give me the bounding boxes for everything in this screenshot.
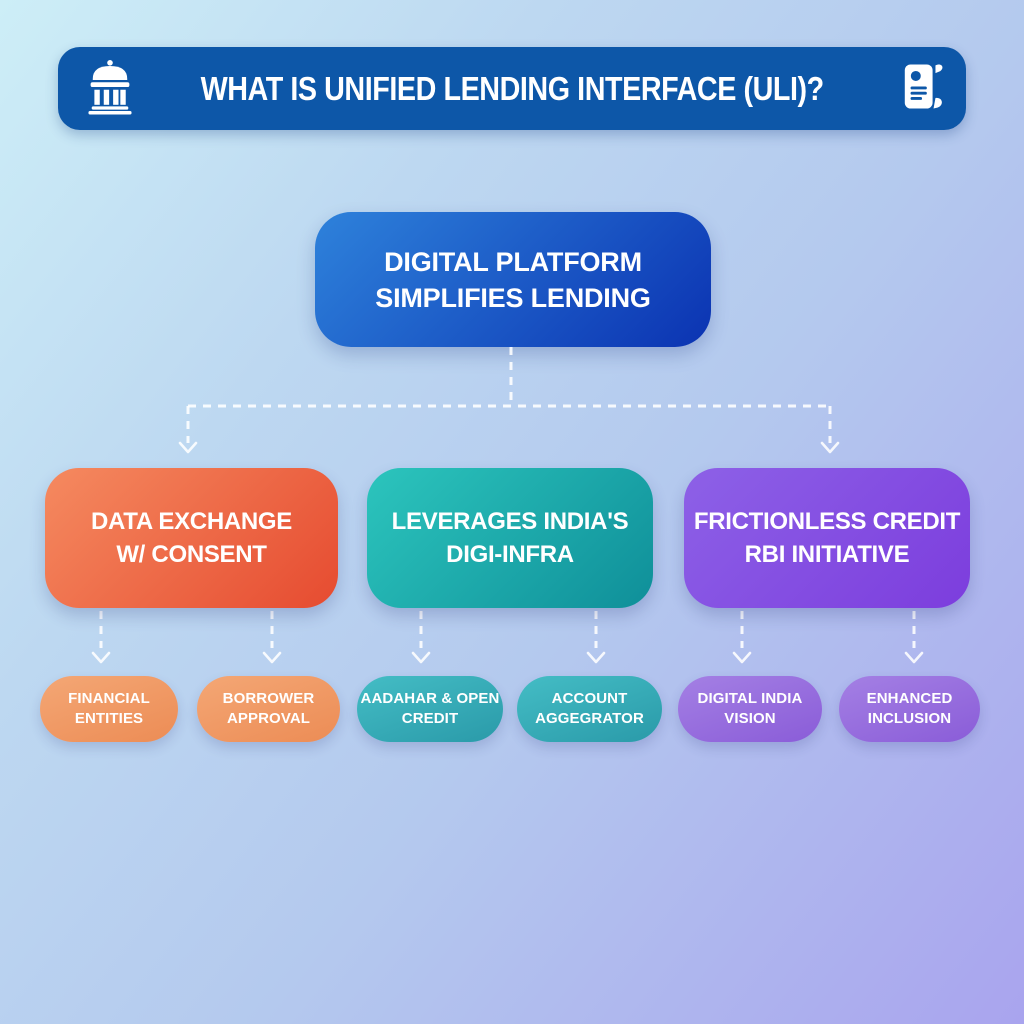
branch-label-line1: DATA EXCHANGE	[91, 508, 292, 535]
pill-account-aggegrator: ACCOUNT AGGEGRATOR	[517, 676, 662, 742]
pill-line1: AADAHAR & OPEN	[360, 690, 500, 707]
branch-label-line2: RBI INITIATIVE	[744, 541, 910, 568]
pill-borrower-approval: BORROWER APPROVAL	[197, 676, 340, 742]
pill-line1: ENHANCED	[866, 690, 953, 707]
pill-line1: BORROWER	[222, 690, 315, 707]
header-banner: WHAT IS UNIFIED LENDING INTERFACE (ULI)?	[58, 47, 966, 130]
branch-label-line2: W/ CONSENT	[116, 541, 267, 568]
root-node-line1: DIGITAL PLATFORM	[384, 246, 642, 277]
page-title: WHAT IS UNIFIED LENDING INTERFACE (ULI)?	[200, 69, 824, 107]
root-node-line2: SIMPLIFIES LENDING	[375, 282, 651, 313]
pill-line1: DIGITAL INDIA	[697, 690, 803, 707]
branch-leverages-digi-infra: LEVERAGES INDIA'S DIGI-INFRA	[367, 468, 653, 608]
pill-line2: ENTITIES	[74, 710, 144, 727]
branch-label-line1: FRICTIONLESS CREDIT	[693, 508, 961, 535]
pill-aadahar-open-credit: AADAHAR & OPEN CREDIT	[357, 676, 503, 742]
pill-line2: AGGEGRATOR	[535, 710, 644, 727]
scroll-icon	[900, 61, 946, 116]
pill-line1: FINANCIAL	[68, 690, 150, 707]
pill-digital-india-vision: DIGITAL INDIA VISION	[678, 676, 822, 742]
pill-line2: CREDIT	[401, 710, 459, 727]
branch-frictionless-credit: FRICTIONLESS CREDIT RBI INITIATIVE	[684, 468, 970, 608]
branch-data-exchange: DATA EXCHANGE W/ CONSENT	[45, 468, 338, 608]
branch-label-line2: DIGI-INFRA	[446, 541, 574, 568]
pill-line2: VISION	[724, 710, 776, 727]
pill-line1: ACCOUNT	[551, 690, 628, 707]
root-node-digital-platform: DIGITAL PLATFORM SIMPLIFIES LENDING	[315, 212, 711, 347]
bank-icon	[84, 58, 136, 119]
pill-line2: INCLUSION	[867, 710, 952, 727]
pill-financial-entities: FINANCIAL ENTITIES	[40, 676, 178, 742]
branch-label-line1: LEVERAGES INDIA'S	[391, 508, 629, 535]
pill-enhanced-inclusion: ENHANCED INCLUSION	[839, 676, 980, 742]
pill-line2: APPROVAL	[226, 710, 311, 727]
